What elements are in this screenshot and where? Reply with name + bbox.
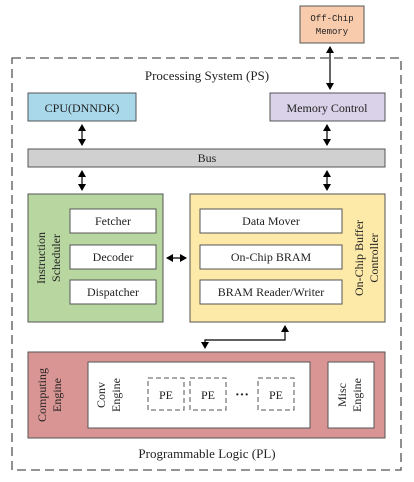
bus-bar: [27, 148, 386, 168]
bus-label: Bus: [198, 151, 217, 165]
pe-box-3: [257, 377, 295, 411]
arrow-buffer-computing: [201, 325, 289, 349]
fetcher-box: [69, 208, 157, 234]
conv-engine-title-line2: Engine: [109, 378, 123, 412]
onchip-bram-label: On-Chip BRAM: [231, 250, 312, 264]
pe-box-2: [189, 377, 227, 411]
memory-control-label: Memory Control: [287, 101, 369, 115]
programmable-logic-title: Programmable Logic (PL): [138, 446, 275, 461]
onchip-bram-box: [199, 244, 343, 270]
conv-engine-title-line1: Conv: [94, 382, 108, 408]
buffer-controller-title-line2: Controller: [367, 233, 381, 282]
pe-label-3: PE: [269, 388, 283, 402]
misc-engine-title-line2: Engine: [350, 378, 364, 412]
misc-engine-title-line1: Misc: [335, 383, 349, 407]
computing-engine-title-line1: Computing: [35, 368, 49, 422]
pe-label-2: PE: [201, 388, 215, 402]
memory-control-box: [269, 92, 386, 122]
buffer-controller-title-line1: On-Chip Buffer: [352, 220, 366, 296]
cpu-box: [27, 92, 137, 122]
offchip-memory-label-line1: Off-Chip: [310, 14, 353, 24]
decoder-label: Decoder: [93, 250, 134, 264]
pe-ellipsis: ···: [235, 388, 249, 403]
cpu-label: CPU(DNNDK): [45, 101, 120, 115]
offchip-memory-label-line2: Memory: [316, 27, 349, 37]
instruction-scheduler-title-line1: Instruction: [34, 232, 48, 284]
misc-engine-box: [327, 361, 375, 429]
dispatcher-label: Dispatcher: [87, 285, 139, 299]
dispatcher-box: [69, 279, 157, 305]
pe-label-1: PE: [159, 388, 173, 402]
offchip-memory-box: [299, 5, 365, 44]
decoder-box: [69, 244, 157, 270]
computing-engine-title-line2: Engine: [50, 378, 64, 412]
pe-box-1: [147, 377, 185, 411]
data-mover-box: [199, 208, 343, 234]
instruction-scheduler-title-line2: Scheduler: [49, 234, 63, 282]
data-mover-label: Data Mover: [242, 214, 300, 228]
bram-reader-writer-box: [199, 279, 343, 305]
bram-reader-writer-label: BRAM Reader/Writer: [218, 285, 325, 299]
processing-system-region: [11, 57, 402, 471]
fetcher-label: Fetcher: [95, 214, 131, 228]
processing-system-title: Processing System (PS): [145, 68, 269, 83]
